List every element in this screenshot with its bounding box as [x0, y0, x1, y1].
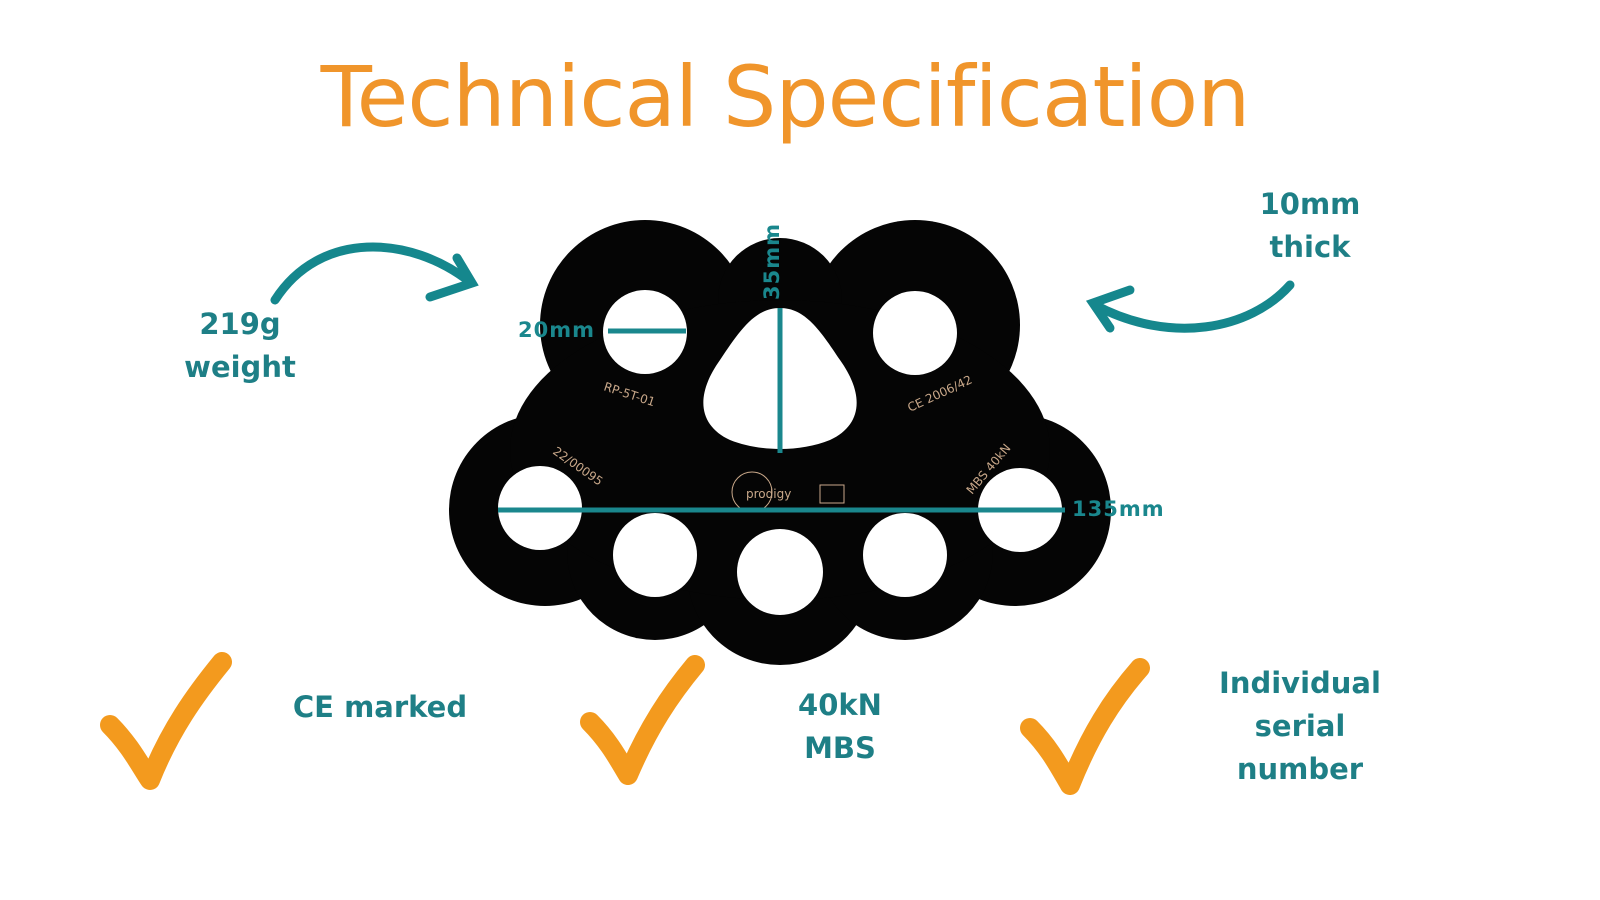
dimension-lines: [498, 308, 1065, 513]
feature-label: number: [1236, 752, 1364, 786]
feature-serial-number: Individual serial number: [1200, 662, 1400, 791]
check-icon: [1020, 658, 1150, 795]
brand-engraving: prodigy: [746, 487, 791, 501]
thickness-caption: thick: [1269, 230, 1351, 264]
feature-label: CE marked: [292, 690, 468, 724]
weight-value: 219g: [199, 307, 281, 341]
weight-arrowhead-icon: [425, 253, 479, 302]
feature-ce-marked: CE marked: [280, 686, 480, 729]
feature-label: MBS: [804, 731, 876, 765]
manual-icon: [819, 484, 845, 504]
check-icon: [100, 652, 232, 790]
thickness-arrowhead-icon: [1085, 285, 1135, 333]
weight-arrow-icon: [270, 242, 475, 305]
arrows: [270, 242, 1295, 333]
height-label: 35mm: [760, 223, 784, 300]
thickness-arrow-icon: [1090, 280, 1295, 333]
weight-caption: weight: [184, 350, 296, 384]
check-marks: [100, 652, 1150, 795]
width-label: 135mm: [1072, 497, 1165, 521]
page-title: Technical Specification: [320, 48, 1251, 146]
thickness-label: 10mm thick: [1240, 183, 1380, 269]
check-icon: [580, 655, 705, 785]
hole-diameter-label: 20mm: [518, 318, 595, 342]
feature-label: Individual: [1219, 666, 1381, 700]
feature-label: serial: [1254, 709, 1346, 743]
feature-label: 40kN: [798, 688, 882, 722]
weight-label: 219g weight: [170, 303, 310, 389]
thickness-value: 10mm: [1259, 187, 1361, 221]
feature-mbs: 40kN MBS: [760, 684, 920, 770]
